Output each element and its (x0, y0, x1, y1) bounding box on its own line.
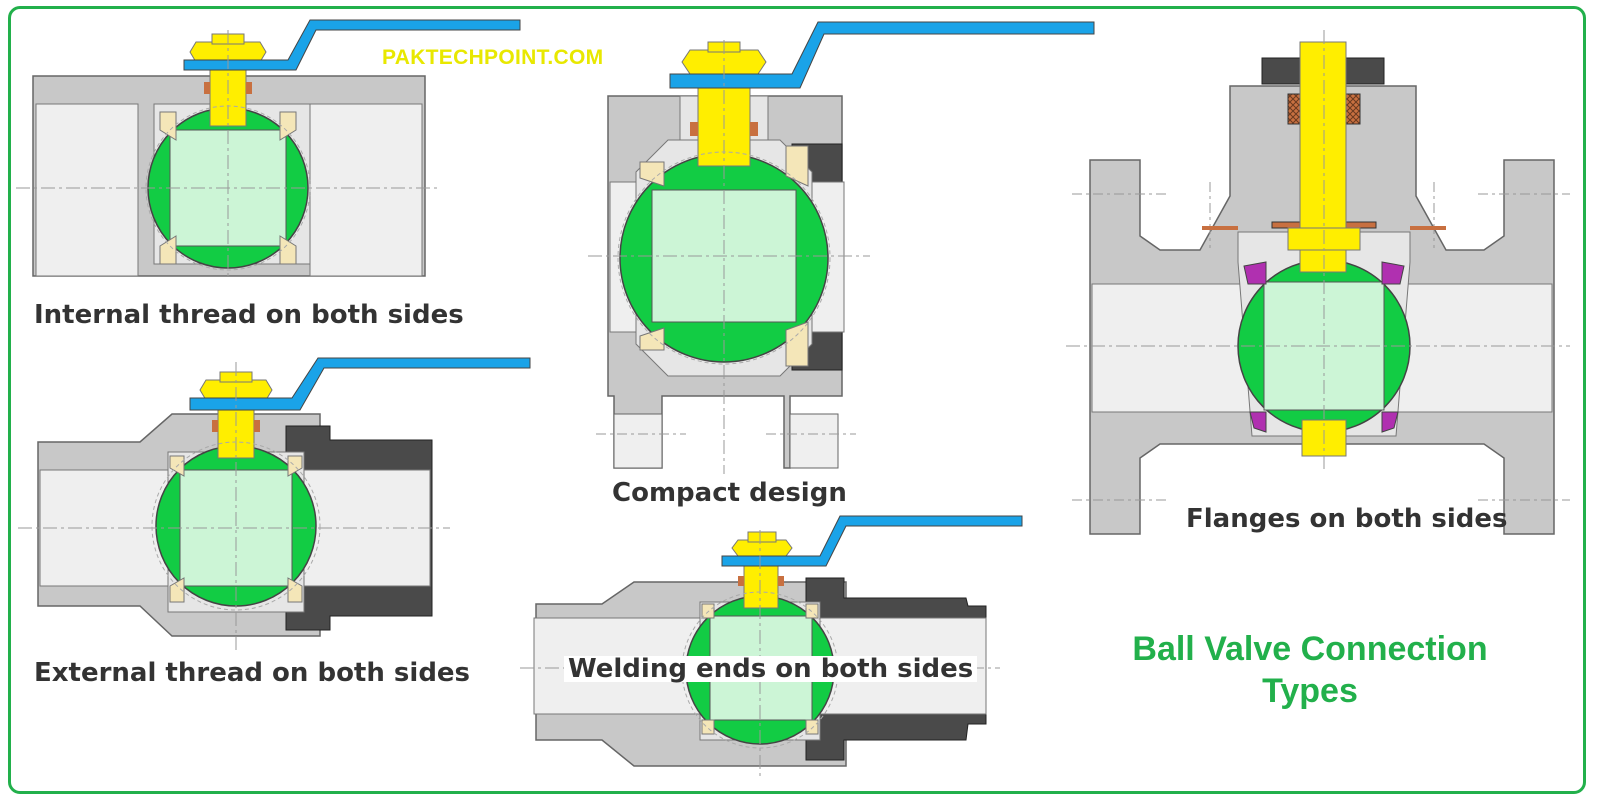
label-flanges: Flanges on both sides (1186, 504, 1508, 534)
diagram-frame (8, 6, 1586, 794)
watermark-text: PAKTECHPOINT.COM (382, 46, 604, 69)
valve-flanged (1066, 30, 1570, 535)
title-line-2: Types (1262, 672, 1358, 710)
valve-compact (588, 21, 1095, 474)
valve-external-thread (18, 357, 531, 650)
valve-welding-ends (520, 515, 1023, 780)
label-internal-thread: Internal thread on both sides (34, 300, 464, 330)
label-external-thread: External thread on both sides (34, 658, 471, 688)
label-compact-design: Compact design (612, 478, 847, 508)
title-line-1: Ball Valve Connection (1132, 630, 1488, 668)
diagram-title: Ball Valve Connection Types (1100, 628, 1520, 712)
valve-internal-thread (16, 19, 521, 280)
label-welding-ends: Welding ends on both sides (564, 656, 978, 682)
